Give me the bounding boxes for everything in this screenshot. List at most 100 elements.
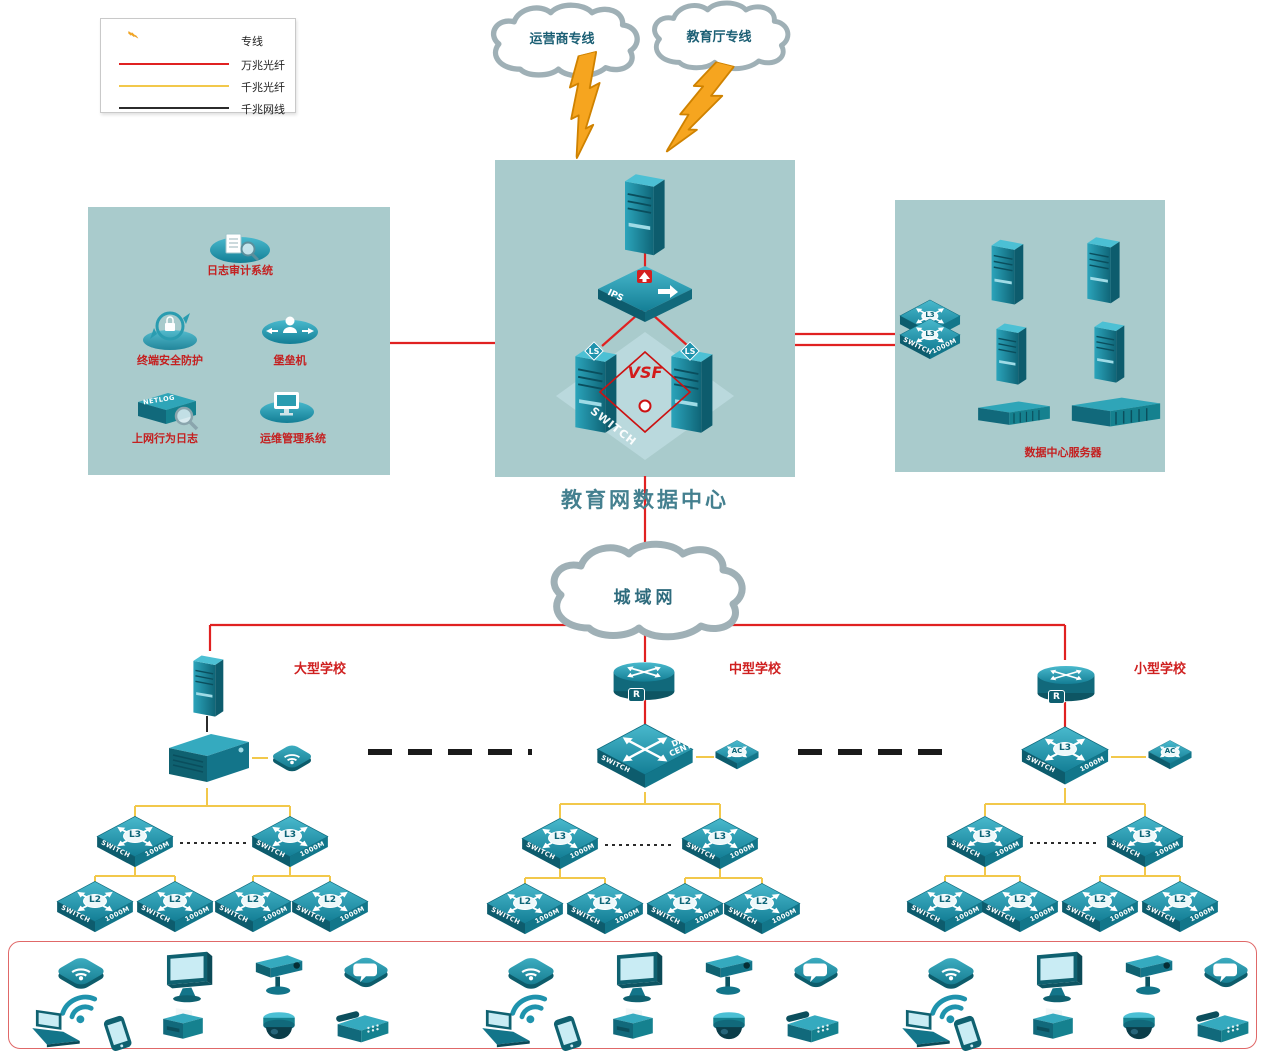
ac-controller[interactable]: AC (1146, 739, 1194, 772)
log-audit-icon[interactable] (210, 233, 270, 263)
smartphone-icon[interactable] (102, 1014, 133, 1052)
smartphone-icon[interactable] (552, 1014, 583, 1052)
behavior-log-label: 上网行为日志 (132, 432, 198, 445)
wireless-ap-icon[interactable] (53, 954, 109, 992)
legend-label: 千兆网线 (241, 103, 285, 116)
dc-rack-server-1[interactable] (977, 400, 1051, 426)
legend-label: 专线 (241, 35, 263, 48)
ls-badge: LS (584, 341, 604, 361)
dc-server-2[interactable] (1086, 236, 1121, 304)
lightning-bolt-education (665, 55, 735, 164)
large-school-wireless-controller[interactable] (269, 742, 315, 774)
box-camera-icon[interactable] (705, 955, 753, 995)
stack-dotted-links (180, 842, 1100, 846)
smartphone-icon[interactable] (952, 1014, 983, 1052)
legend-lightning-icon (113, 27, 183, 53)
ls-badge: LS (680, 341, 700, 361)
legend-label: 万兆光纤 (241, 59, 285, 72)
desktop-pc-icon[interactable] (616, 951, 663, 1003)
printer-icon[interactable] (1033, 1008, 1073, 1039)
dome-camera-icon[interactable] (713, 1012, 745, 1040)
legend: 专线 万兆光纤 千兆光纤 千兆网线 (100, 18, 296, 116)
large-school-label: 大型学校 (293, 662, 347, 677)
wireless-ap-icon[interactable] (923, 954, 979, 992)
dc-server-3[interactable] (995, 322, 1028, 386)
messaging-device-icon[interactable] (1200, 955, 1252, 990)
box-camera-icon[interactable] (1125, 955, 1173, 995)
dome-camera-icon[interactable] (1123, 1012, 1155, 1040)
fax-phone-icon[interactable] (335, 1010, 389, 1043)
legend-label: 千兆光纤 (241, 81, 285, 94)
printer-icon[interactable] (613, 1008, 653, 1039)
vsf-ring (598, 350, 692, 434)
metro-cloud-label: 城域网 (613, 588, 677, 608)
small-school-label: 小型学校 (1133, 662, 1187, 677)
legend-1g-fiber-swatch (119, 85, 229, 87)
router-badge: R (1048, 690, 1065, 704)
messaging-device-icon[interactable] (790, 955, 842, 990)
server-farm-label: 数据中心服务器 (1024, 446, 1102, 459)
netlog-icon[interactable] (138, 393, 199, 431)
bastion-label: 堡垒机 (273, 354, 307, 367)
messaging-device-icon[interactable] (340, 955, 392, 990)
legend-10g-fiber-swatch (119, 63, 229, 65)
dome-camera-icon[interactable] (263, 1012, 295, 1040)
carrier-cloud-label: 运营商专线 (529, 32, 595, 47)
vsf-core-switch-right[interactable] (670, 347, 714, 434)
bastion-host-icon[interactable] (262, 316, 318, 345)
wifi-signal-icon (510, 992, 548, 1023)
vsf-label: VSF (627, 363, 663, 382)
ops-management-icon[interactable] (260, 392, 314, 423)
small-school-router[interactable] (1036, 665, 1096, 703)
dc-rack-server-2[interactable] (1071, 396, 1161, 428)
large-school-gateway-server[interactable] (192, 654, 225, 718)
medium-school-label: 中型学校 (728, 662, 782, 677)
fax-phone-icon[interactable] (785, 1010, 839, 1043)
wifi-signal-icon (60, 992, 98, 1023)
router-badge: R (628, 688, 645, 702)
box-camera-icon[interactable] (255, 955, 303, 995)
dc-server-1[interactable] (990, 239, 1025, 306)
ops-management-label: 运维管理系统 (260, 432, 326, 445)
firewall-gateway[interactable] (624, 173, 666, 257)
printer-icon[interactable] (163, 1008, 203, 1039)
log-audit-label: 日志审计系统 (207, 264, 273, 277)
yellow-1g-links (94, 756, 1181, 886)
education-cloud-label: 教育厅专线 (686, 30, 752, 45)
large-school-core-device[interactable] (168, 733, 250, 783)
vsf-ring-node (638, 399, 652, 413)
wireless-ap-icon[interactable] (503, 954, 559, 992)
legend-1g-cable-swatch (119, 107, 229, 109)
terminal-security-icon[interactable] (143, 311, 197, 350)
dc-server-4[interactable] (1093, 320, 1126, 384)
ips-appliance[interactable] (598, 266, 692, 322)
desktop-pc-icon[interactable] (166, 951, 213, 1003)
terminal-security-label: 终端安全防护 (137, 354, 203, 367)
desktop-pc-icon[interactable] (1036, 951, 1083, 1003)
ac-controller[interactable]: AC (713, 739, 761, 772)
fax-phone-icon[interactable] (1195, 1010, 1249, 1043)
